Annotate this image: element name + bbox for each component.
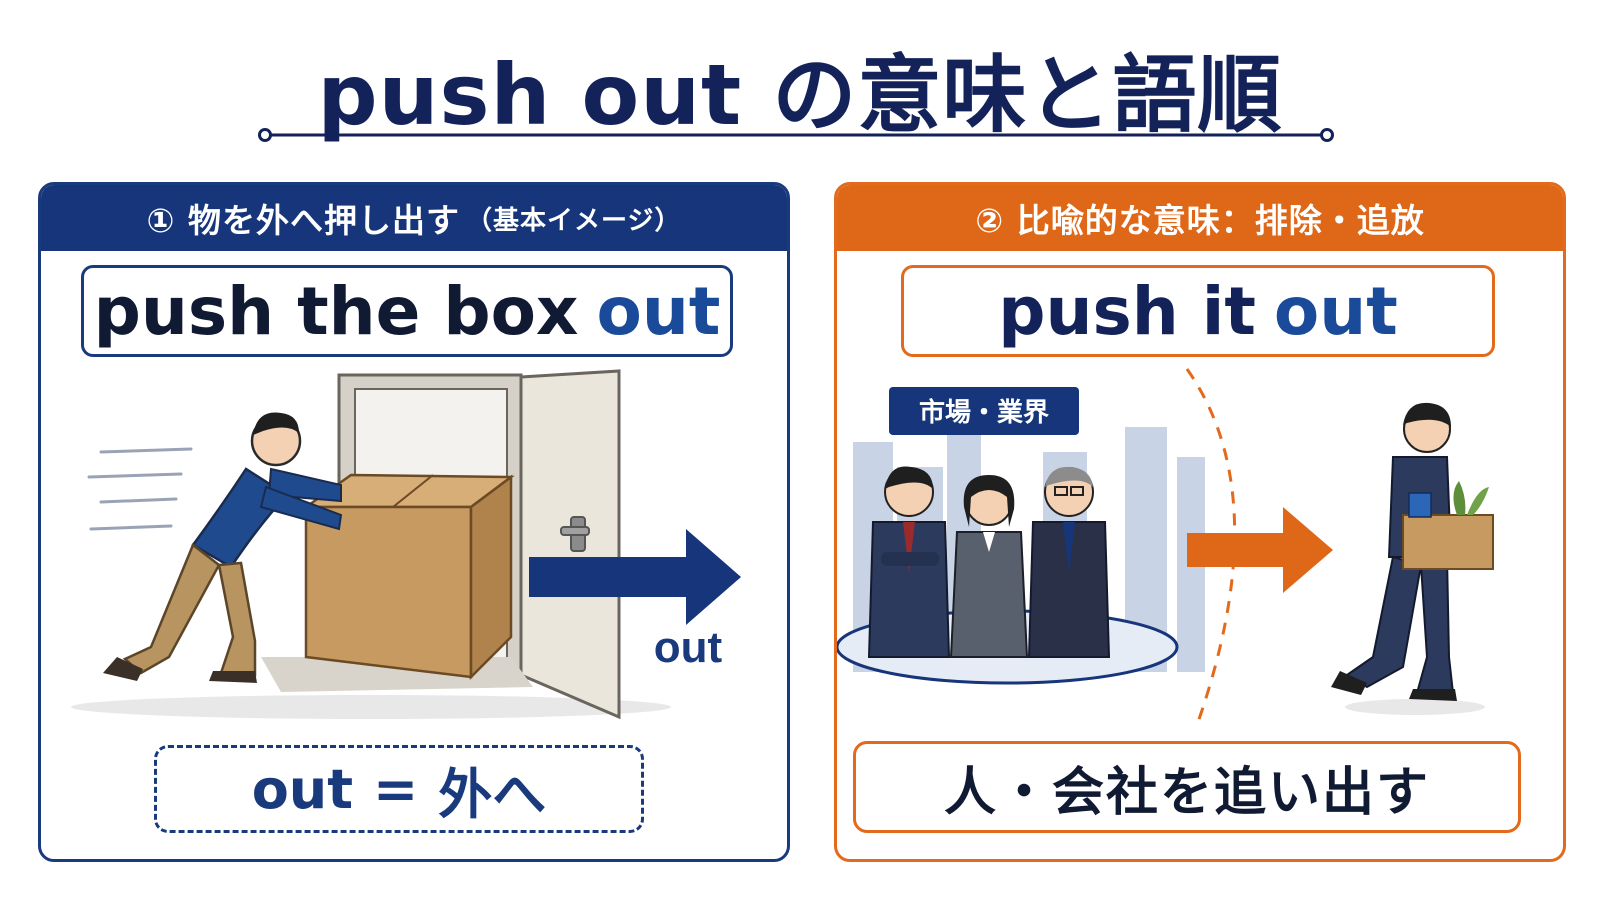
business-group	[867, 466, 1111, 658]
panel-header-label: ② 比喩的な意味：排除・追放	[975, 201, 1425, 240]
group-sign: 市場・業界	[889, 387, 1079, 435]
example-phrase-box: push it out	[901, 265, 1495, 357]
example-phrase-box: push the box out	[81, 265, 733, 357]
meaning-gloss: 外へ	[438, 762, 547, 826]
title-divider	[258, 128, 1334, 142]
panel-header-figurative: ② 比喩的な意味：排除・追放	[837, 185, 1563, 251]
businessman-right	[1027, 466, 1111, 658]
cardboard-box-icon	[302, 473, 515, 681]
phrase-particle: out	[596, 272, 721, 350]
arrow-right-icon	[529, 529, 741, 625]
phrase-particle: out	[1273, 272, 1398, 350]
panel-literal-meaning: ① 物を外へ押し出す （基本イメージ） push the box out	[38, 182, 790, 862]
phrase-main: push it	[998, 272, 1256, 350]
meaning-equals: =	[373, 757, 419, 821]
meaning-box: out = 外へ	[154, 745, 644, 833]
businessman-left	[867, 466, 951, 658]
result-box: 人・会社を追い出す	[853, 741, 1521, 833]
businesswoman-center	[949, 475, 1029, 658]
panel-figurative-meaning: ② 比喩的な意味：排除・追放 push it out 市場・業界	[834, 182, 1566, 862]
panel-header-note: （基本イメージ）	[465, 205, 682, 236]
panel-header-label: ① 物を外へ押し出す	[146, 201, 460, 240]
group-sign-label: 市場・業界	[919, 397, 1049, 427]
page-title: push out の意味と語順	[317, 46, 1283, 144]
meaning-term: out	[251, 757, 354, 821]
phrase-main: push the box	[93, 272, 579, 350]
motion-lines	[87, 447, 193, 531]
panel-header-literal: ① 物を外へ押し出す （基本イメージ）	[41, 185, 787, 251]
arrow-right-icon	[1187, 507, 1333, 593]
arrow-label: out	[654, 623, 723, 672]
boundary-line	[1185, 368, 1237, 726]
person-leaving-with-box	[1331, 402, 1494, 715]
push-box-illustration: out	[71, 369, 741, 720]
expel-illustration: 市場・業界	[837, 368, 1494, 726]
person-pushing-box	[103, 412, 343, 683]
